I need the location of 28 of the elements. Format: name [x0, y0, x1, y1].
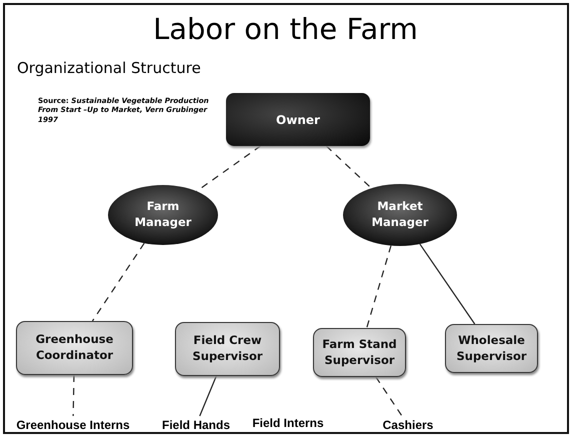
supervisor-box	[16, 321, 133, 375]
connector-line	[196, 146, 261, 192]
supervisor-box	[445, 324, 538, 373]
role-name: Farm Stand Supervisor	[321, 336, 398, 368]
connector-line	[366, 245, 392, 328]
connector-line	[375, 376, 402, 416]
manager-ellipse	[343, 184, 457, 246]
connector-line	[72, 374, 75, 416]
role-name: Greenhouse Coordinator	[34, 332, 114, 364]
role-name: Wholesale Supervisor	[455, 332, 528, 364]
role-name: Field Crew Supervisor	[191, 333, 264, 365]
connector-line	[326, 146, 372, 189]
connector-line	[92, 242, 145, 322]
owner-box	[226, 93, 370, 146]
staff-label: Cashiers	[382, 418, 434, 432]
subtitle: Organizational Structure	[17, 59, 202, 78]
role-name: Farm Manager	[134, 199, 192, 231]
staff-label: Greenhouse Interns	[16, 418, 130, 432]
slide-title: Labor on the Farm	[152, 12, 419, 46]
manager-ellipse	[108, 185, 218, 245]
supervisor-box	[313, 328, 406, 377]
connector-line	[199, 376, 217, 416]
role-name: Market Manager	[370, 199, 430, 231]
staff-label: Field Hands	[162, 418, 230, 432]
staff-label: Field Interns	[251, 416, 325, 432]
supervisor-box	[175, 322, 280, 376]
connector-line	[419, 244, 476, 324]
role-name: Owner	[276, 112, 320, 126]
